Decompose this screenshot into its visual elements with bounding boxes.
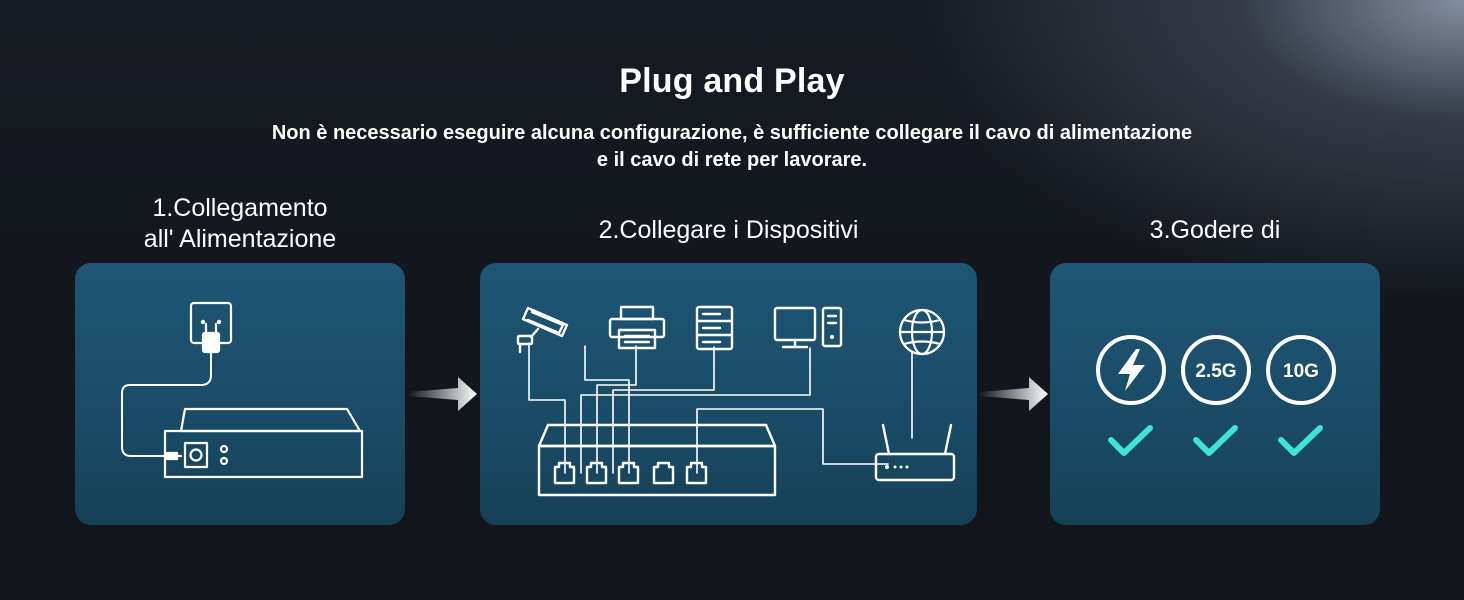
printer-icon [608, 305, 666, 350]
network-cables [528, 342, 913, 474]
switch-device-icon [537, 423, 777, 497]
security-camera-icon [516, 306, 569, 354]
power-plug-icon [201, 322, 221, 354]
power-cable [121, 351, 212, 457]
step-2-label: 2.Collegare i Dispositivi [598, 216, 859, 244]
subtitle-line-2: e il cavo di rete per lavorare. [596, 149, 868, 171]
checkmark-icon [1108, 425, 1153, 456]
feature-power-badge [1096, 335, 1166, 405]
feature-2-5g-text: 2.5G [1195, 361, 1236, 382]
step-1-label-line-1: 1.Collegamento [152, 194, 328, 222]
switch-device-icon [163, 407, 364, 479]
desktop-computer-icon [773, 306, 843, 349]
lightning-icon [1118, 349, 1145, 391]
page-title: Plug and Play [619, 62, 845, 100]
checkmark-icon [1193, 425, 1238, 456]
arrow-right-icon [979, 377, 1048, 411]
globe-icon [898, 308, 946, 356]
subtitle-line-1: Non è necessario eseguire alcuna configu… [271, 122, 1193, 144]
server-icon [695, 305, 734, 351]
page-subtitle: Non è necessario eseguire alcuna configu… [0, 120, 1464, 174]
arrow-right-icon [408, 377, 477, 411]
feature-2-5g-badge: 2.5G [1181, 335, 1251, 405]
router-icon [874, 423, 956, 482]
dc-connector [165, 451, 183, 461]
step-2-panel [480, 263, 977, 525]
feature-10g-badge: 10G [1266, 335, 1336, 405]
step-3-label: 3.Godere di [1149, 216, 1281, 244]
checkmark-icon [1278, 425, 1323, 456]
step-1-panel [75, 263, 405, 525]
step-1-label-line-2: all' Alimentazione [143, 225, 337, 253]
feature-10g-text: 10G [1283, 361, 1319, 382]
step-3-panel: 2.5G 10G [1050, 263, 1380, 525]
step-1-label: 1.Collegamento all' Alimentazione [75, 193, 405, 255]
